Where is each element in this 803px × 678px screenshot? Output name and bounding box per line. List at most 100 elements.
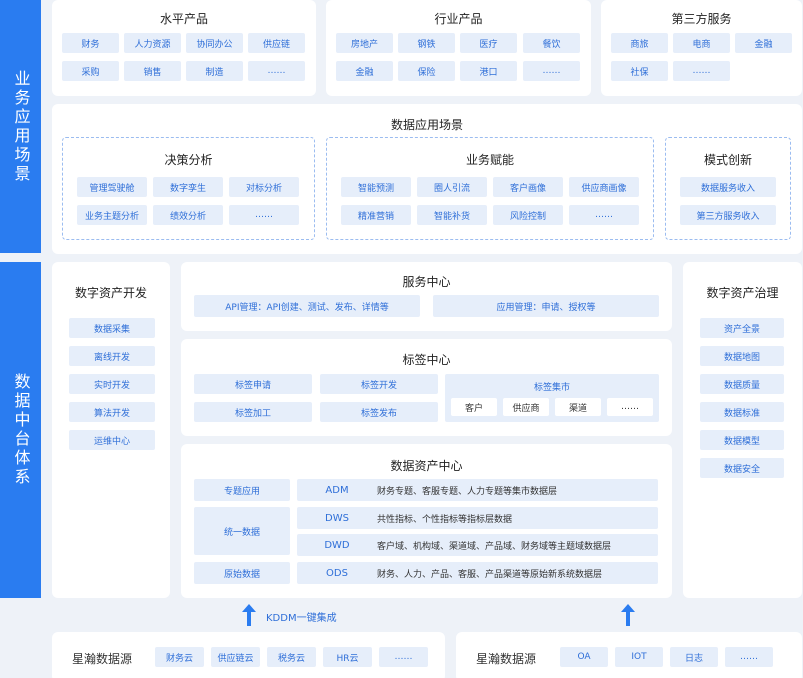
chip: 原始数据 (194, 562, 290, 584)
tag-center-card: 标签中心 标签申请 标签开发 标签加工 标签发布 标签集市 客户 供应商 渠道 … (181, 339, 672, 436)
chip: 供应商 (503, 398, 549, 416)
third-party-card: 第三方服务 商旅 电商 金融 社保 …… (601, 0, 802, 96)
source-title-2: 星瀚数据源 (476, 651, 537, 666)
service-center-title: 服务中心 (402, 275, 451, 289)
chip: IOT (615, 647, 663, 667)
asset-dev-title: 数字资产开发 (74, 286, 147, 300)
chip: 供应链 (248, 33, 305, 53)
tag-market-box: 标签集市 客户 供应商 渠道 …… (445, 374, 659, 422)
up-arrow-icon (242, 604, 256, 626)
chip: 绩效分析 (153, 205, 223, 225)
chip: …… (607, 398, 653, 416)
chip: …… (569, 205, 639, 225)
chip: 数字孪生 (153, 177, 223, 197)
chip: 财务 (62, 33, 119, 53)
chip: 客户画像 (493, 177, 563, 197)
chip: 电商 (673, 33, 730, 53)
asset-center-title: 数据资产中心 (390, 459, 463, 473)
chip: 数据服务收入 (680, 177, 776, 197)
asset-gov-card: 数字资产治理 资产全景 数据地图 数据质量 数据标准 数据模型 数据安全 (683, 262, 802, 598)
chip: …… (248, 61, 305, 81)
data-scene-card: 数据应用场景 决策分析 管理驾驶舱 数字孪生 对标分析 业务主题分析 绩效分析 … (52, 104, 802, 254)
chip: 资产全景 (700, 318, 784, 338)
chip: 供应链云 (211, 647, 260, 667)
chip: 保险 (398, 61, 455, 81)
layer-desc: 财务、人力、产品、客服、产品渠道等原始新系统数据层 (377, 569, 603, 580)
chip: …… (379, 647, 428, 667)
chip: 制造 (186, 61, 243, 81)
chip: 数据质量 (700, 374, 784, 394)
chip: 房地产 (336, 33, 393, 53)
chip: HR云 (323, 647, 372, 667)
chip: 标签开发 (320, 374, 438, 394)
chip: 金融 (336, 61, 393, 81)
chip: 医疗 (460, 33, 517, 53)
layer-desc: 财务专题、客服专题、人力专题等集市数据层 (377, 486, 558, 497)
chip: 社保 (611, 61, 668, 81)
service-center-card: 服务中心 API管理：API创建、测试、发布、详情等 应用管理：申请、授权等 (181, 262, 672, 331)
layer-desc: 共性指标、个性指标等指标层数据 (377, 514, 513, 525)
chip: 协同办公 (186, 33, 243, 53)
chip: 对标分析 (229, 177, 299, 197)
horizontal-products-title: 水平产品 (159, 12, 208, 26)
chip-api: API管理：API创建、测试、发布、详情等 (194, 295, 420, 317)
chip: …… (229, 205, 299, 225)
chip: 业务主题分析 (77, 205, 147, 225)
chip: …… (673, 61, 730, 81)
chip: 日志 (670, 647, 718, 667)
chip: 管理驾驶舱 (77, 177, 147, 197)
chip: 运维中心 (69, 430, 155, 450)
layer-code: DWD (324, 539, 350, 551)
chip: 数据地图 (700, 346, 784, 366)
layer-row-adm: ADM 财务专题、客服专题、人力专题等集市数据层 (297, 479, 658, 501)
decision-title: 决策分析 (164, 153, 213, 167)
source-title-1: 星瀚数据源 (72, 651, 133, 666)
chip: 采购 (62, 61, 119, 81)
chip: 专题应用 (194, 479, 290, 501)
asset-dev-card: 数字资产开发 数据采集 离线开发 实时开发 算法开发 运维中心 (52, 262, 170, 598)
layer-code: DWS (325, 512, 349, 524)
chip: 离线开发 (69, 346, 155, 366)
chip: 客户 (451, 398, 497, 416)
model-group: 模式创新 数据服务收入 第三方服务收入 (665, 137, 791, 240)
industry-products-title: 行业产品 (434, 12, 483, 26)
chip: 港口 (460, 61, 517, 81)
chip: 数据模型 (700, 430, 784, 450)
chip: 钢铁 (398, 33, 455, 53)
chip: 统一数据 (194, 507, 290, 555)
chip: 第三方服务收入 (680, 205, 776, 225)
third-party-title: 第三方服务 (671, 12, 732, 26)
layer-desc: 客户域、机构域、渠道域、产品域、财务域等主题域数据层 (377, 541, 612, 552)
side-label-business: 业务应用场景 (11, 69, 31, 184)
layer-row-dwd: DWD 客户域、机构域、渠道域、产品域、财务域等主题域数据层 (297, 534, 658, 556)
up-arrow-icon (621, 604, 635, 626)
data-scene-title: 数据应用场景 (390, 118, 463, 132)
layer-code: ADM (325, 484, 349, 496)
chip: 标签申请 (194, 374, 312, 394)
source-card-2: 星瀚数据源 OA IOT 日志 …… (456, 632, 802, 678)
chip: OA (560, 647, 608, 667)
chip: …… (523, 61, 580, 81)
chip: 精准营销 (341, 205, 411, 225)
enable-group: 业务赋能 智能预测 圈人引流 客户画像 供应商画像 精准营销 智能补货 风险控制… (326, 137, 654, 240)
side-label-platform: 数据中台体系 (11, 373, 31, 487)
chip: 销售 (124, 61, 181, 81)
horizontal-products-card: 水平产品 财务 人力资源 协同办公 供应链 采购 销售 制造 …… (52, 0, 316, 96)
chip: 数据安全 (700, 458, 784, 478)
chip: 数据采集 (69, 318, 155, 338)
side-bar-business: 业务应用场景 (0, 0, 41, 253)
chip: 供应商画像 (569, 177, 639, 197)
chip: 渠道 (555, 398, 601, 416)
layer-row-dws: DWS 共性指标、个性指标等指标层数据 (297, 507, 658, 529)
chip: …… (725, 647, 773, 667)
side-bar-platform: 数据中台体系 (0, 262, 41, 598)
chip: 实时开发 (69, 374, 155, 394)
kddm-label: KDDM一键集成 (266, 612, 337, 624)
source-card-1: 星瀚数据源 财务云 供应链云 税务云 HR云 …… (52, 632, 445, 678)
asset-center-card: 数据资产中心 专题应用 统一数据 原始数据 ADM 财务专题、客服专题、人力专题… (181, 444, 672, 598)
chip: 风险控制 (493, 205, 563, 225)
chip: 智能预测 (341, 177, 411, 197)
tag-center-title: 标签中心 (402, 353, 451, 367)
chip: 税务云 (267, 647, 316, 667)
chip: 餐饮 (523, 33, 580, 53)
